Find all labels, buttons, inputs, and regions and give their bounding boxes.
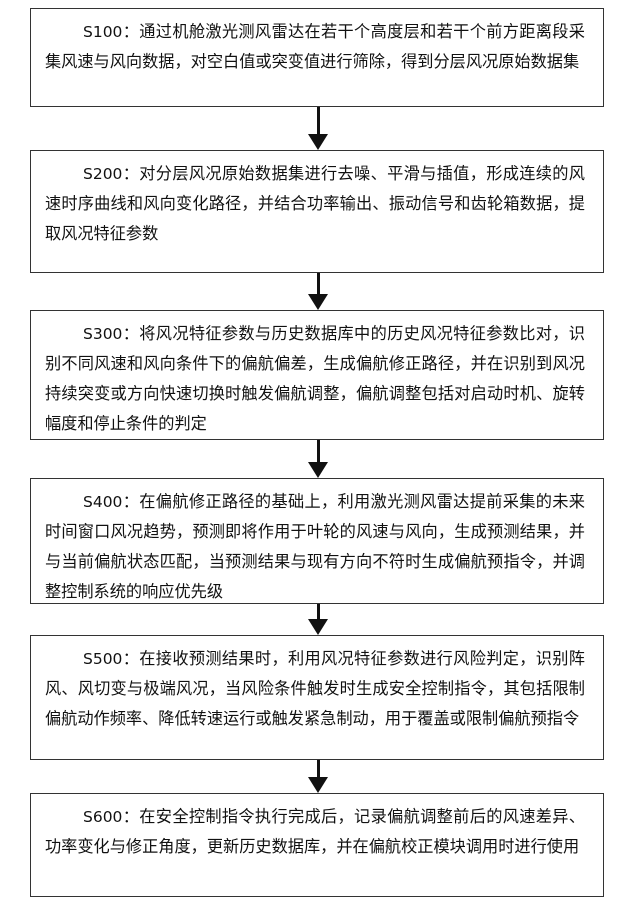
step-box-s400: S400：在偏航修正路径的基础上，利用激光测风雷达提前采集的未来时间窗口风况趋势…: [30, 478, 604, 604]
step-code: S300: [83, 325, 122, 343]
step-code: S400: [83, 493, 122, 511]
step-text: ：在安全控制指令执行完成后，记录偏航调整前后的风速差异、功率变化与修正角度，更新…: [45, 807, 585, 856]
step-box-s300: S300：将风况特征参数与历史数据库中的历史风况特征参数比对，识别不同风速和风向…: [30, 310, 604, 440]
step-text: ：对分层风况原始数据集进行去噪、平滑与插值，形成连续的风速时序曲线和风向变化路径…: [45, 164, 585, 243]
step-box-s500: S500：在接收预测结果时，利用风况特征参数进行风险判定，识别阵风、风切变与极端…: [30, 635, 604, 760]
flow-arrow-4: [308, 604, 328, 635]
step-code: S600: [83, 808, 122, 826]
step-text: ：在偏航修正路径的基础上，利用激光测风雷达提前采集的未来时间窗口风况趋势，预测即…: [45, 492, 585, 601]
step-text: ：将风况特征参数与历史数据库中的历史风况特征参数比对，识别不同风速和风向条件下的…: [45, 324, 585, 433]
step-code: S200: [83, 165, 122, 183]
step-text: ：在接收预测结果时，利用风况特征参数进行风险判定，识别阵风、风切变与极端风况，当…: [45, 649, 585, 728]
step-code: S100: [83, 23, 122, 41]
flow-arrow-1: [308, 107, 328, 150]
step-code: S500: [83, 650, 122, 668]
flow-arrow-2: [308, 273, 328, 310]
step-box-s200: S200：对分层风况原始数据集进行去噪、平滑与插值，形成连续的风速时序曲线和风向…: [30, 150, 604, 273]
flow-arrow-3: [308, 440, 328, 478]
step-text: ：通过机舱激光测风雷达在若干个高度层和若干个前方距离段采集风速与风向数据，对空白…: [45, 22, 585, 71]
flow-arrow-5: [308, 760, 328, 793]
step-box-s600: S600：在安全控制指令执行完成后，记录偏航调整前后的风速差异、功率变化与修正角…: [30, 793, 604, 897]
step-box-s100: S100：通过机舱激光测风雷达在若干个高度层和若干个前方距离段采集风速与风向数据…: [30, 8, 604, 107]
